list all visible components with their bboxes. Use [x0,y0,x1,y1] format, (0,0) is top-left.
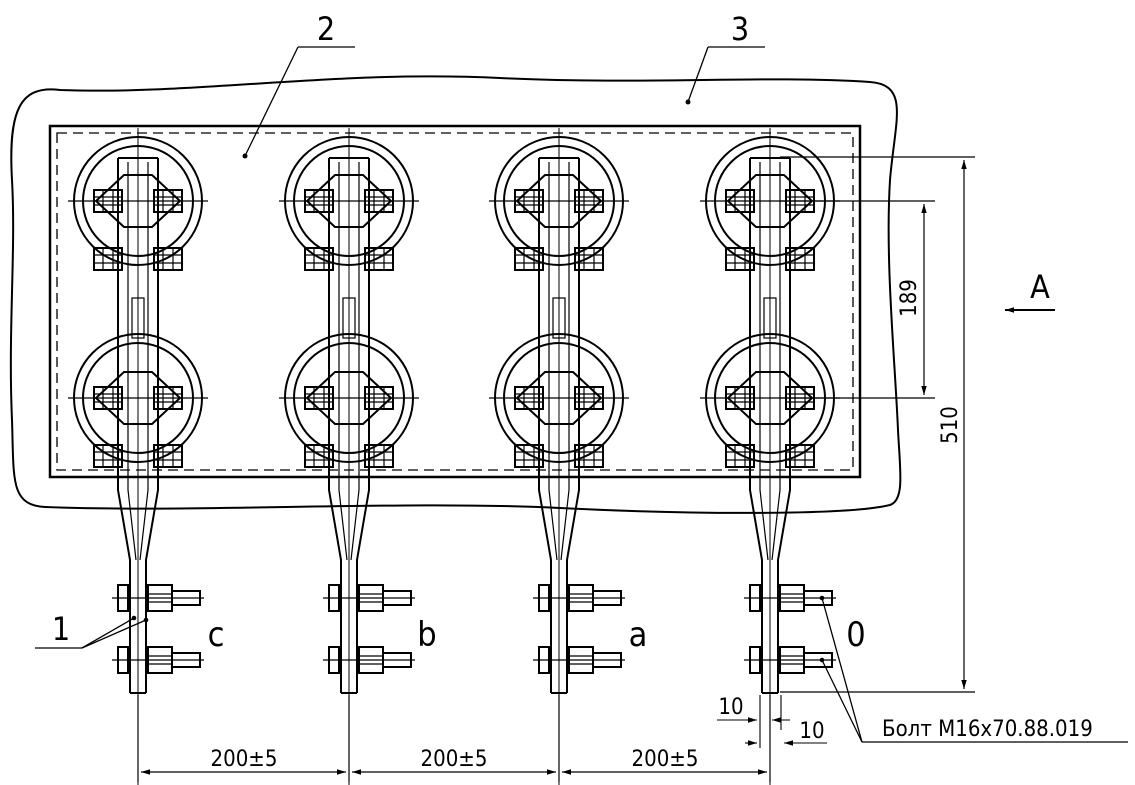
dimension-189-label: 189 [897,279,922,317]
phase-label-a: a [629,615,648,655]
callout-3: 3 [685,10,765,105]
phase-label-c: c [208,615,225,655]
bolt-note: Болт М16х70.88.019 [882,717,1093,742]
insulator-bolt [725,444,755,468]
insulator-bolt [364,386,394,410]
dimension-spacing-3: 200±5 [632,747,699,772]
busbar [749,157,791,694]
phase-assemblies [68,128,840,785]
terminal-bolt [323,584,415,612]
phase-assembly-4 [700,128,840,785]
insulator-bolt [304,247,334,271]
dimension-510: 510 [780,156,975,693]
insulator-bolt [574,386,604,410]
insulator-bolt [725,189,755,213]
dimension-510-label: 510 [938,406,963,444]
view-a-label: A [1030,268,1050,306]
terminal-bolt [533,584,625,612]
phase-assembly-3 [489,128,629,785]
insulator-bolt [574,247,604,271]
insulator-bolt [93,444,123,468]
dimension-offsets: 10 10 [717,695,827,748]
insulator-bolt [364,247,394,271]
busbar [538,157,580,694]
dimension-spacing: 200±5 200±5 200±5 [137,695,771,782]
insulator-bolt [574,189,604,213]
callout-2-label: 2 [317,10,335,48]
dimension-spacing-1: 200±5 [211,747,278,772]
insulator-bolt [514,189,544,213]
insulator-bolt [725,247,755,271]
insulator-bolt [364,444,394,468]
insulator-bolt [304,386,334,410]
phase-assembly-2 [279,128,419,785]
insulator-bolt [304,189,334,213]
phase-label-0: 0 [846,615,865,655]
terminal-bolt [533,646,625,674]
view-a-indicator: A [1005,268,1055,313]
insulator-bolt [93,386,123,410]
callout-2: 2 [242,10,355,159]
base-plate [48,124,862,479]
terminal-bolt [112,584,204,612]
insulator-bolt [153,386,183,410]
insulator-bolt [514,444,544,468]
insulator-bolt [153,247,183,271]
phase-assembly-1 [68,128,208,785]
dimension-189: 189 [780,200,935,399]
insulator-bolt [514,247,544,271]
insulator-bolt [574,444,604,468]
insulator-bolt [725,386,755,410]
insulator-bolt [364,189,394,213]
callout-3-label: 3 [731,10,749,48]
insulator-bolt [514,386,544,410]
insulator-bolt [785,247,815,271]
insulator-bolt [153,189,183,213]
terminal-bolt [112,646,204,674]
busbar [328,157,370,694]
insulator-bolt [785,444,815,468]
insulator-bolt [93,247,123,271]
phase-label-b: b [417,615,436,655]
terminal-bolt [744,646,836,674]
terminal-bolt [323,646,415,674]
bolt-callout: Болт М16х70.88.019 [819,595,1128,743]
dimension-offset-right: 10 [799,719,824,744]
base-plate-hidden-edge [56,132,854,471]
callout-1: 1 [35,610,149,649]
insulator-bolt [304,444,334,468]
insulator-bolt [93,189,123,213]
dimension-spacing-2: 200±5 [421,747,488,772]
wall-outline [9,75,902,514]
insulator-bolt [153,444,183,468]
callout-1-label: 1 [52,610,70,648]
dimension-offset-left: 10 [718,695,743,720]
